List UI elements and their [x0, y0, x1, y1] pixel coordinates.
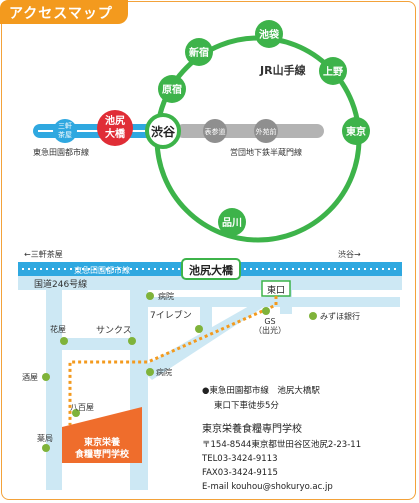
station-gaienmae: 外苑前: [254, 119, 278, 143]
denentoshi-line-label: 東急田園都市線: [33, 147, 89, 157]
seven-eleven-dot: [195, 325, 203, 333]
station-ikebukuro: 池袋: [255, 20, 283, 48]
area-rail-label: 東急田園都市線: [74, 265, 130, 275]
school-marker-label-2: 食糧専門学校: [74, 448, 130, 460]
station-tokyo: 東京: [342, 117, 370, 145]
station-sangenjaya-label-2: 茶屋: [58, 130, 72, 139]
diagonal-road: [140, 289, 291, 380]
ikejiri-ohashi-station-box: 池尻大橋: [181, 258, 241, 280]
route-246-road: [18, 276, 402, 290]
hanaya-label: 花屋: [50, 324, 66, 334]
station-shibuya: 渋谷: [145, 113, 181, 149]
station-sangenjaya-label-1: 三軒: [58, 122, 72, 130]
walking-route: [68, 296, 278, 425]
landmark-dots: [42, 292, 317, 452]
station-shibuya-label: 渋谷: [151, 124, 176, 139]
school-tel: TEL03-3424-9113: [201, 454, 278, 464]
sakaya-dot: [42, 373, 50, 381]
sakaya-label: 酒屋: [22, 373, 38, 382]
station-shinjuku: 新宿: [185, 38, 213, 66]
station-omotesando: 表参道: [203, 119, 227, 143]
west-vertical-road: [46, 276, 62, 490]
station-ikebukuro-label: 池袋: [259, 28, 280, 41]
yaoya-label: 八百屋: [70, 403, 94, 412]
hanzomon-line-label: 営団地下鉄半蔵門線: [230, 147, 302, 157]
road-network: [18, 276, 402, 490]
yaoya-dot: [72, 409, 80, 417]
station-harajuku: 原宿: [158, 75, 186, 103]
station-ikejiri-ohashi: 池尻 大橋: [97, 110, 133, 146]
shibuya-direction: 渋谷→: [338, 249, 361, 259]
school-fax: FAX03-3424-9115: [202, 468, 278, 478]
station-ueno: 上野: [319, 57, 347, 85]
hospital2-label: 病院: [156, 367, 172, 377]
hospital1-label: 病院: [158, 291, 174, 301]
station-gaienmae-label: 外苑前: [256, 127, 277, 136]
area-station-label: 池尻大橋: [189, 263, 234, 277]
jr-line-label: JR山手線: [259, 63, 306, 77]
directions-line-2: 東口下車徒歩5分: [214, 400, 279, 411]
east-exit: 東口: [261, 280, 291, 297]
yakkyoku-label: 薬局: [37, 433, 53, 443]
station-tokyo-label: 東京: [346, 125, 366, 138]
station-shinagawa-label: 品川: [222, 217, 242, 229]
sangenjaya-direction: ←三軒茶屋: [24, 249, 63, 259]
mizuho-label: みずほ銀行: [320, 311, 360, 321]
gs-label-1: GS: [264, 317, 275, 326]
station-sangenjaya: 三軒 茶屋: [53, 119, 77, 143]
seven-eleven-label: 7イレブン: [150, 309, 192, 321]
station-omotesando-label: 表参道: [205, 127, 226, 136]
station-ikejiri-label-1: 池尻: [105, 114, 125, 127]
station-ueno-label: 上野: [323, 65, 343, 78]
station-shinagawa: 品川: [218, 208, 246, 236]
station-harajuku-label: 原宿: [162, 83, 182, 96]
school-marker: 東京栄養 食糧専門学校: [62, 407, 142, 463]
hanzomon-line: [176, 124, 324, 138]
hospital1-dot: [146, 292, 154, 300]
directions-line-1: ●東急田園都市線 池尻大橋駅: [202, 385, 320, 396]
hanaya-dot: [60, 337, 68, 345]
mizuho-dot: [309, 312, 317, 320]
school-name: 東京栄養食糧専門学校: [202, 422, 302, 435]
gs-dot: [262, 307, 270, 315]
route-246-label: 国道246号線: [34, 278, 87, 290]
school-address: 〒154-8544東京都世田谷区池尻2-23-11: [202, 439, 361, 450]
school-email[interactable]: E-mail kouhou@shokuryo.ac.jp: [202, 482, 333, 492]
gs-label-2: （出光）: [254, 325, 286, 335]
sunkus-dot: [128, 337, 136, 345]
station-ikejiri-label-2: 大橋: [105, 127, 126, 140]
page-title: アクセスマップ: [9, 6, 113, 22]
east-exit-label: 東口: [267, 284, 285, 296]
hospital2-dot: [146, 368, 154, 376]
yakkyoku-dot: [42, 444, 50, 452]
school-marker-label-1: 東京栄養: [84, 436, 121, 448]
side-road: [148, 297, 400, 307]
middle-road: [46, 338, 148, 350]
title-tab: アクセスマップ: [0, 0, 128, 24]
sunkus-label: サンクス: [96, 325, 132, 336]
station-shinjuku-label: 新宿: [189, 46, 209, 59]
